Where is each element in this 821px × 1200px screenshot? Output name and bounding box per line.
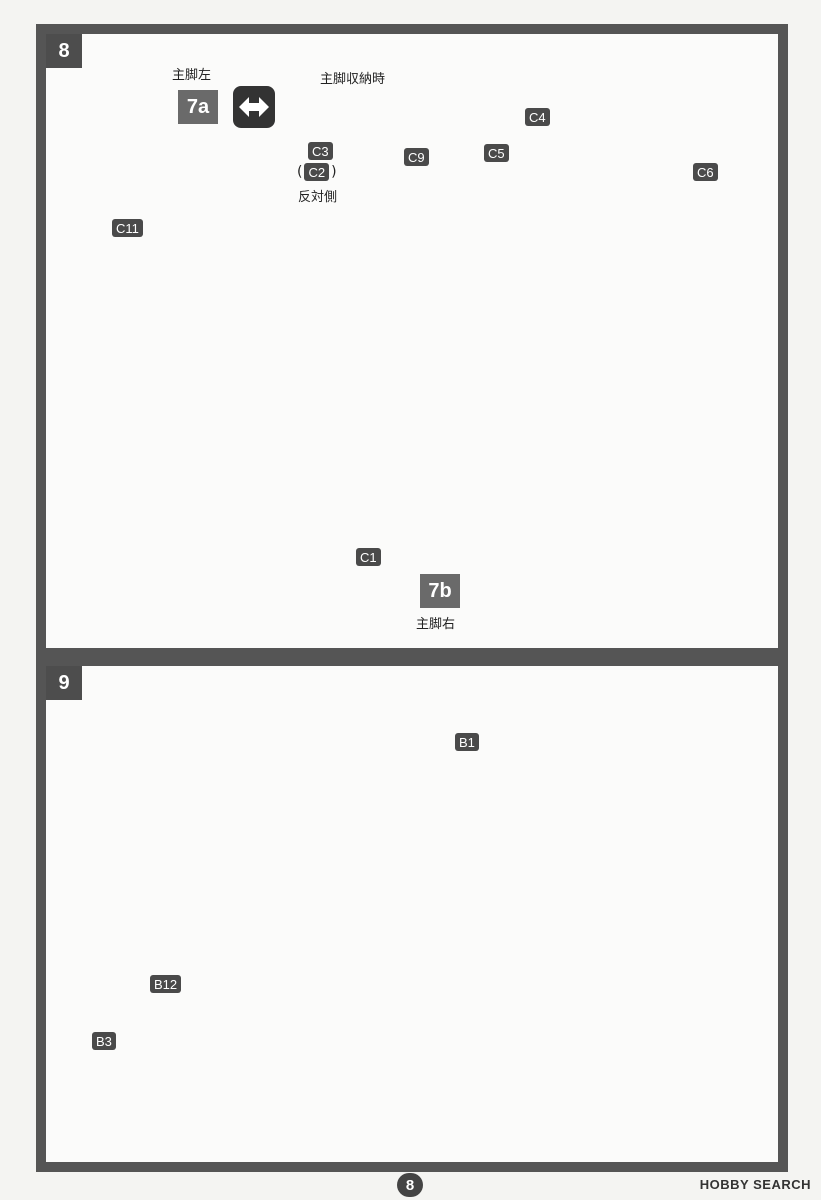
part-c2-paren: ( C2 ) [297, 163, 337, 181]
part-c1-tag: C1 [356, 548, 381, 566]
left-gear-tag: 7a [178, 90, 218, 124]
part-c5-tag: C5 [484, 144, 509, 162]
part-c9-tag: C9 [404, 148, 429, 166]
step9-panel: 9 [36, 658, 788, 1172]
watermark: HOBBY SEARCH [699, 1177, 811, 1192]
part-c11-tag: C11 [112, 219, 143, 237]
left-right-swap-icon [233, 86, 275, 128]
right-gear-tag: 7b [420, 574, 460, 608]
right-gear-label: 主脚右 [416, 617, 456, 632]
part-c2-tag: C2 [304, 163, 330, 181]
opposite-side-label: 反対側 [298, 190, 338, 205]
step-number: 8 [46, 34, 82, 68]
step-number: 9 [46, 666, 82, 700]
part-b3-tag: B3 [92, 1032, 116, 1050]
retracted-gear-label: 主脚収納時 [320, 72, 386, 87]
part-b1-tag: B1 [455, 733, 479, 751]
step8-panel: 8 [36, 24, 788, 658]
left-gear-label: 主脚左 [172, 68, 212, 83]
part-c4-tag: C4 [525, 108, 550, 126]
part-b12-tag: B12 [150, 975, 182, 993]
page-number: 8 [397, 1173, 423, 1197]
part-c6-tag: C6 [693, 163, 718, 181]
part-c3-tag: C3 [308, 142, 333, 160]
